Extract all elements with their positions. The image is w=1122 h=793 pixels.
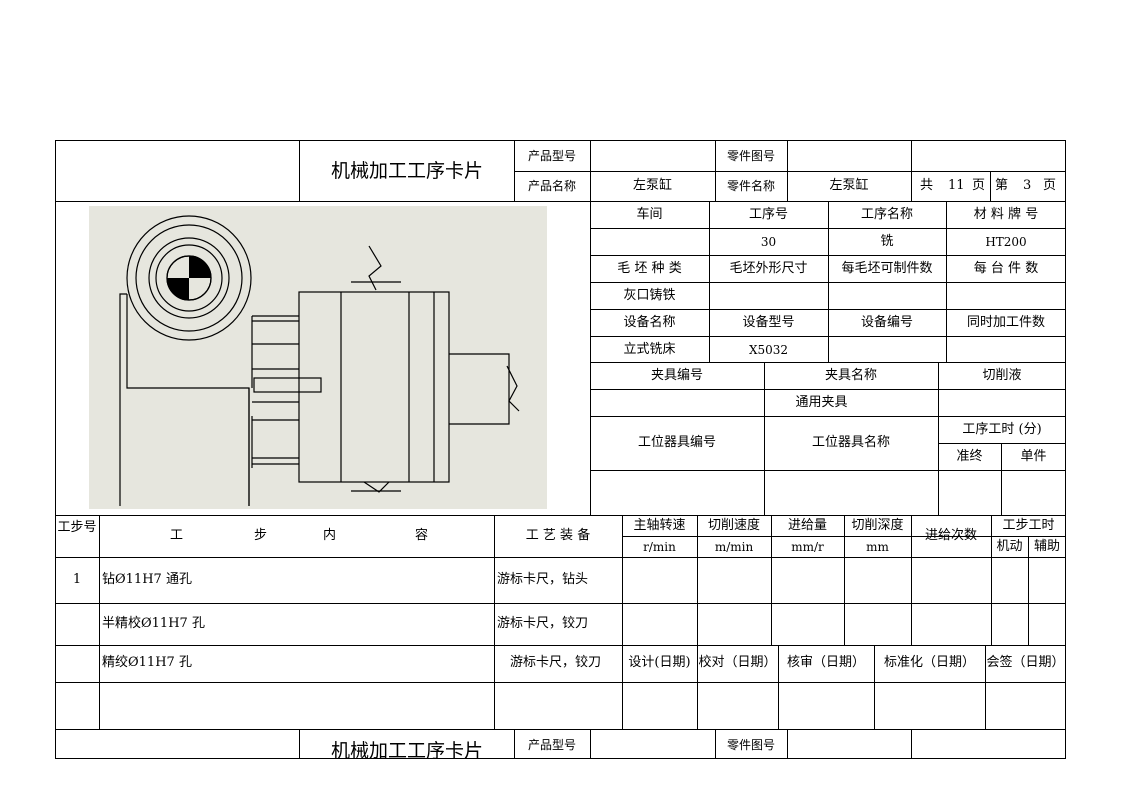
content-header-2: 步 <box>254 528 268 543</box>
material-label: 材 料 牌 号 <box>973 207 1039 222</box>
circle-2 <box>135 224 243 332</box>
equip-name-label: 设备名称 <box>623 315 676 330</box>
part-drawing-svg <box>119 215 520 506</box>
op-no-label: 工序号 <box>748 207 788 222</box>
fixture-name-label: 夹具名称 <box>824 368 877 383</box>
page-no: 3 <box>1023 178 1032 193</box>
signoff-standard: 标准化（日期） <box>883 655 975 670</box>
footer-part-drawing-no-label: 零件图号 <box>726 738 775 752</box>
footer-block <box>55 729 1066 759</box>
workshop-label: 车间 <box>636 207 663 222</box>
part-drawing <box>89 206 547 509</box>
step-1-equipment: 游标卡尺，钻头 <box>497 572 589 587</box>
coolant-label: 切削液 <box>982 368 1022 383</box>
equipment-header: 工 艺 装 备 <box>525 528 591 543</box>
step-2-equipment: 游标卡尺，铰刀 <box>497 616 589 631</box>
prep-label: 准终 <box>956 449 983 464</box>
depth-unit: mm <box>866 540 889 554</box>
outer-circle <box>126 215 252 341</box>
machine-time-header: 机动 <box>996 539 1023 554</box>
product-name-value: 左泵缸 <box>632 178 672 193</box>
blank-type-value: 灰口铸铁 <box>623 288 676 303</box>
step-no-header: 工步号 <box>57 520 97 535</box>
per-machine-label: 每 台 件 数 <box>973 261 1039 276</box>
blank-type-label: 毛 坯 种 类 <box>617 261 682 276</box>
op-name-label: 工序名称 <box>860 207 913 222</box>
circle-3 <box>148 237 230 319</box>
content-header-4: 容 <box>415 528 429 543</box>
simul-label: 同时加工件数 <box>966 315 1045 330</box>
part-name-value: 左泵缸 <box>829 178 869 193</box>
circle-4 <box>155 244 223 312</box>
page-no-prefix: 第 <box>995 178 1009 193</box>
content-header-3: 内 <box>323 528 337 543</box>
unit-label: 单件 <box>1020 449 1047 464</box>
cut-speed-header: 切削速度 <box>707 518 760 533</box>
station-tool-name-label: 工位器具名称 <box>811 435 890 450</box>
total-pages-prefix: 共 <box>920 178 934 193</box>
cut-speed-unit: m/min <box>714 540 754 554</box>
station-tool-no-label: 工位器具编号 <box>637 435 716 450</box>
step-time-header: 工步工时 <box>1002 518 1055 533</box>
spindle-header: 主轴转速 <box>633 518 686 533</box>
step-1-no: 1 <box>72 572 82 587</box>
aux-time-header: 辅助 <box>1033 539 1060 554</box>
spindle-unit: r/min <box>643 540 676 554</box>
signoff-check: 校对（日期） <box>698 655 777 670</box>
equip-model-label: 设备型号 <box>742 315 795 330</box>
blank-size-label: 毛坯外形尺寸 <box>729 261 808 276</box>
equip-no-label: 设备编号 <box>860 315 913 330</box>
signoff-design: 设计(日期) <box>628 655 691 670</box>
parts-per-blank-label: 每毛坯可制件数 <box>841 261 933 276</box>
op-no-value: 30 <box>760 235 777 249</box>
step-1-content: 钻Ø11H7 通孔 <box>102 572 192 587</box>
step-2-content: 半精校Ø11H7 孔 <box>102 616 205 631</box>
material-value: HT200 <box>985 235 1027 249</box>
equip-model-value: X5032 <box>748 343 789 357</box>
step-3-equipment: 游标卡尺，铰刀 <box>510 655 602 670</box>
footer-product-model-label: 产品型号 <box>527 738 576 752</box>
product-name-label: 产品名称 <box>527 179 576 193</box>
part-drawing-no-label: 零件图号 <box>726 149 775 163</box>
total-pages: 11 <box>948 178 965 193</box>
signoff-countersign: 会签（日期） <box>986 655 1065 670</box>
content-header-1: 工 <box>170 528 184 543</box>
footer-card-title: 机械加工工序卡片 <box>330 740 483 762</box>
fixture-name-value: 通用夹具 <box>795 395 848 410</box>
op-name-value: 铣 <box>880 234 894 249</box>
equip-name-value: 立式铣床 <box>623 342 676 357</box>
card-title: 机械加工工序卡片 <box>330 160 483 182</box>
page-no-unit: 页 <box>1043 178 1057 193</box>
step-3-content: 精绞Ø11H7 孔 <box>102 655 192 670</box>
feed-unit: mm/r <box>791 540 824 554</box>
op-time-label: 工序工时 (分) <box>962 422 1042 437</box>
passes-header: 进给次数 <box>924 528 977 543</box>
part-name-label: 零件名称 <box>726 179 775 193</box>
feed-header: 进给量 <box>787 518 827 533</box>
fixture-no-label: 夹具编号 <box>650 368 703 383</box>
product-model-label: 产品型号 <box>527 149 576 163</box>
depth-header: 切削深度 <box>851 518 904 533</box>
total-pages-unit: 页 <box>972 178 986 193</box>
signoff-review: 核审（日期） <box>786 655 865 670</box>
